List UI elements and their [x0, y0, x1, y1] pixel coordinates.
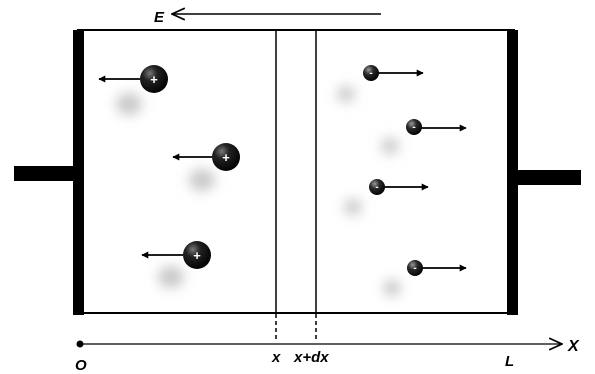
- right-terminal: [515, 170, 581, 185]
- axis-label: X: [567, 338, 580, 355]
- positive-sign: +: [150, 72, 158, 87]
- positive-sign: +: [222, 150, 230, 165]
- negative-charge-3: -: [369, 179, 429, 195]
- origin-label: O: [75, 357, 87, 374]
- negative-sign: -: [369, 68, 372, 79]
- negative-sign: -: [413, 263, 416, 274]
- positive-sign: +: [193, 248, 201, 263]
- x-dx-label: x+dx: [293, 349, 329, 366]
- right-plate: [507, 30, 518, 315]
- positive-charge-1: +: [98, 65, 168, 93]
- negative-charge-2: -: [406, 119, 467, 135]
- length-label: L: [505, 353, 514, 370]
- x-label: x: [271, 349, 281, 366]
- negative-sign: -: [412, 122, 415, 133]
- positive-charge-3: +: [141, 241, 211, 269]
- left-plate: [73, 30, 84, 315]
- negative-sign: -: [375, 182, 378, 193]
- negative-charge-4: -: [407, 260, 467, 276]
- field-label: E: [154, 9, 165, 26]
- particle-shadows: [116, 86, 401, 296]
- left-terminal: [14, 166, 76, 181]
- x-axis: [76, 341, 563, 348]
- negative-charge-1: -: [363, 65, 424, 81]
- positive-charge-2: +: [172, 143, 240, 171]
